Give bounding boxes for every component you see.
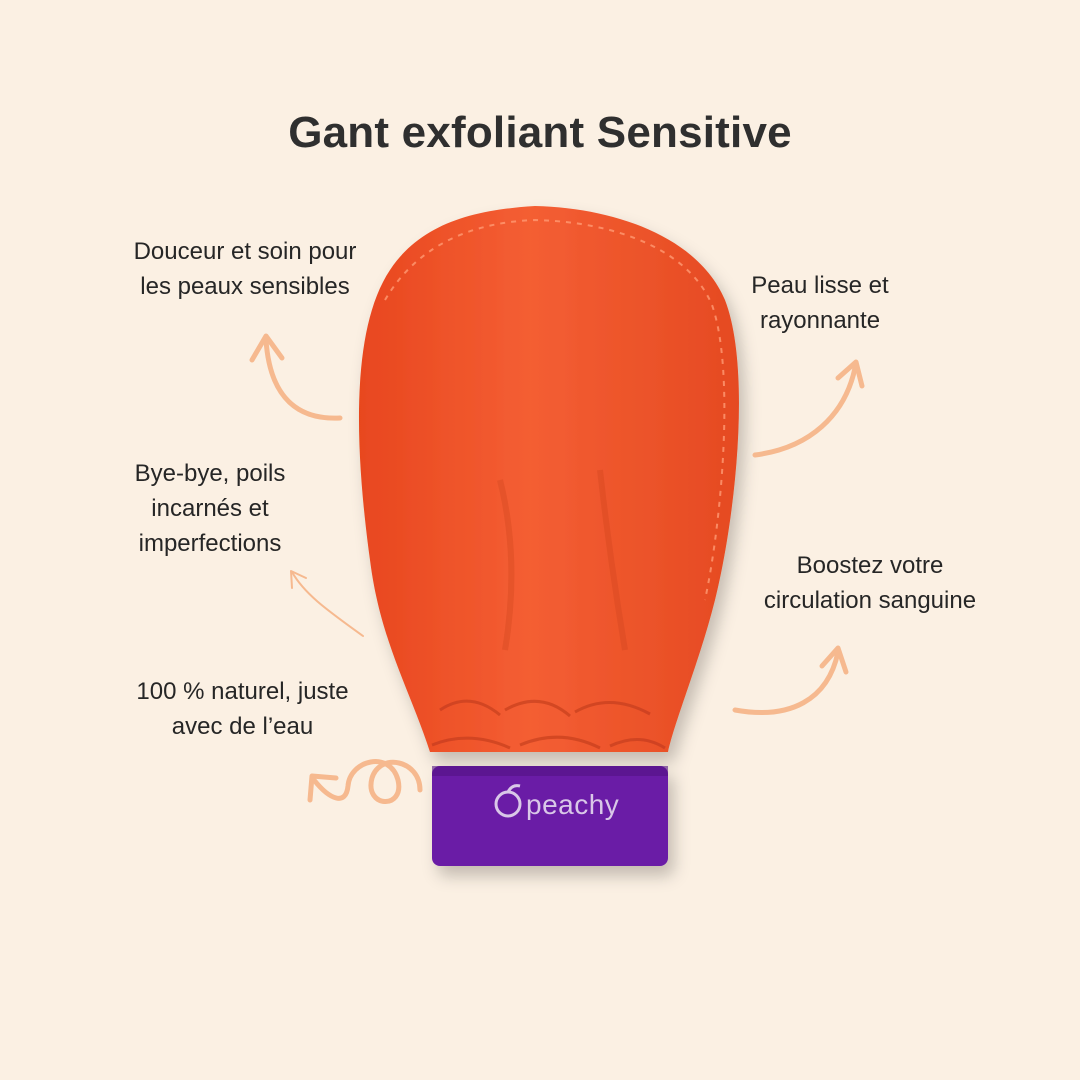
glove-seam — [384, 218, 726, 601]
exfoliating-glove — [358, 206, 739, 866]
curved-arrow-icon — [249, 333, 343, 421]
feature-circulation: Boostez votre circulation sanguine — [730, 548, 1010, 618]
glove-body — [358, 206, 739, 752]
glove-cuff — [432, 766, 668, 866]
feature-text-line: incarnés et — [151, 495, 269, 522]
peachy-logo: peachy — [494, 784, 619, 820]
loop-arrow-icon — [307, 759, 423, 804]
glove-fold — [497, 469, 628, 651]
feature-text-line: Boostez votre — [796, 552, 944, 579]
thin-arrow-icon — [290, 570, 364, 637]
feature-natural: 100 % naturel, juste avec de l’eau — [95, 674, 390, 744]
curved-arrow-icon — [752, 359, 865, 458]
feature-text-line: imperfections — [138, 530, 282, 557]
feature-text-line: avec de l’eau — [171, 713, 314, 740]
glove-gathers — [431, 699, 666, 750]
feature-text-line: rayonnante — [759, 307, 881, 334]
feature-text-line: Peau lisse et — [751, 272, 889, 299]
feature-gentle-care: Douceur et soin pour les peaux sensibles — [100, 234, 390, 304]
feature-text-line: 100 % naturel, juste — [136, 678, 349, 705]
curved-arrow-icon — [732, 645, 849, 715]
feature-smooth-skin: Peau lisse et rayonnante — [700, 268, 940, 338]
feature-ingrown-hairs: Bye-bye, poils incarnés et imperfections — [95, 456, 325, 561]
feature-text-line: Bye-bye, poils — [134, 460, 286, 487]
feature-text-line: Douceur et soin pour — [133, 238, 357, 265]
brand-logo-text: peachy — [526, 789, 619, 820]
feature-text-line: circulation sanguine — [763, 587, 977, 614]
page-title: Gant exfoliant Sensitive — [288, 108, 792, 157]
feature-text-line: les peaux sensibles — [140, 273, 350, 300]
